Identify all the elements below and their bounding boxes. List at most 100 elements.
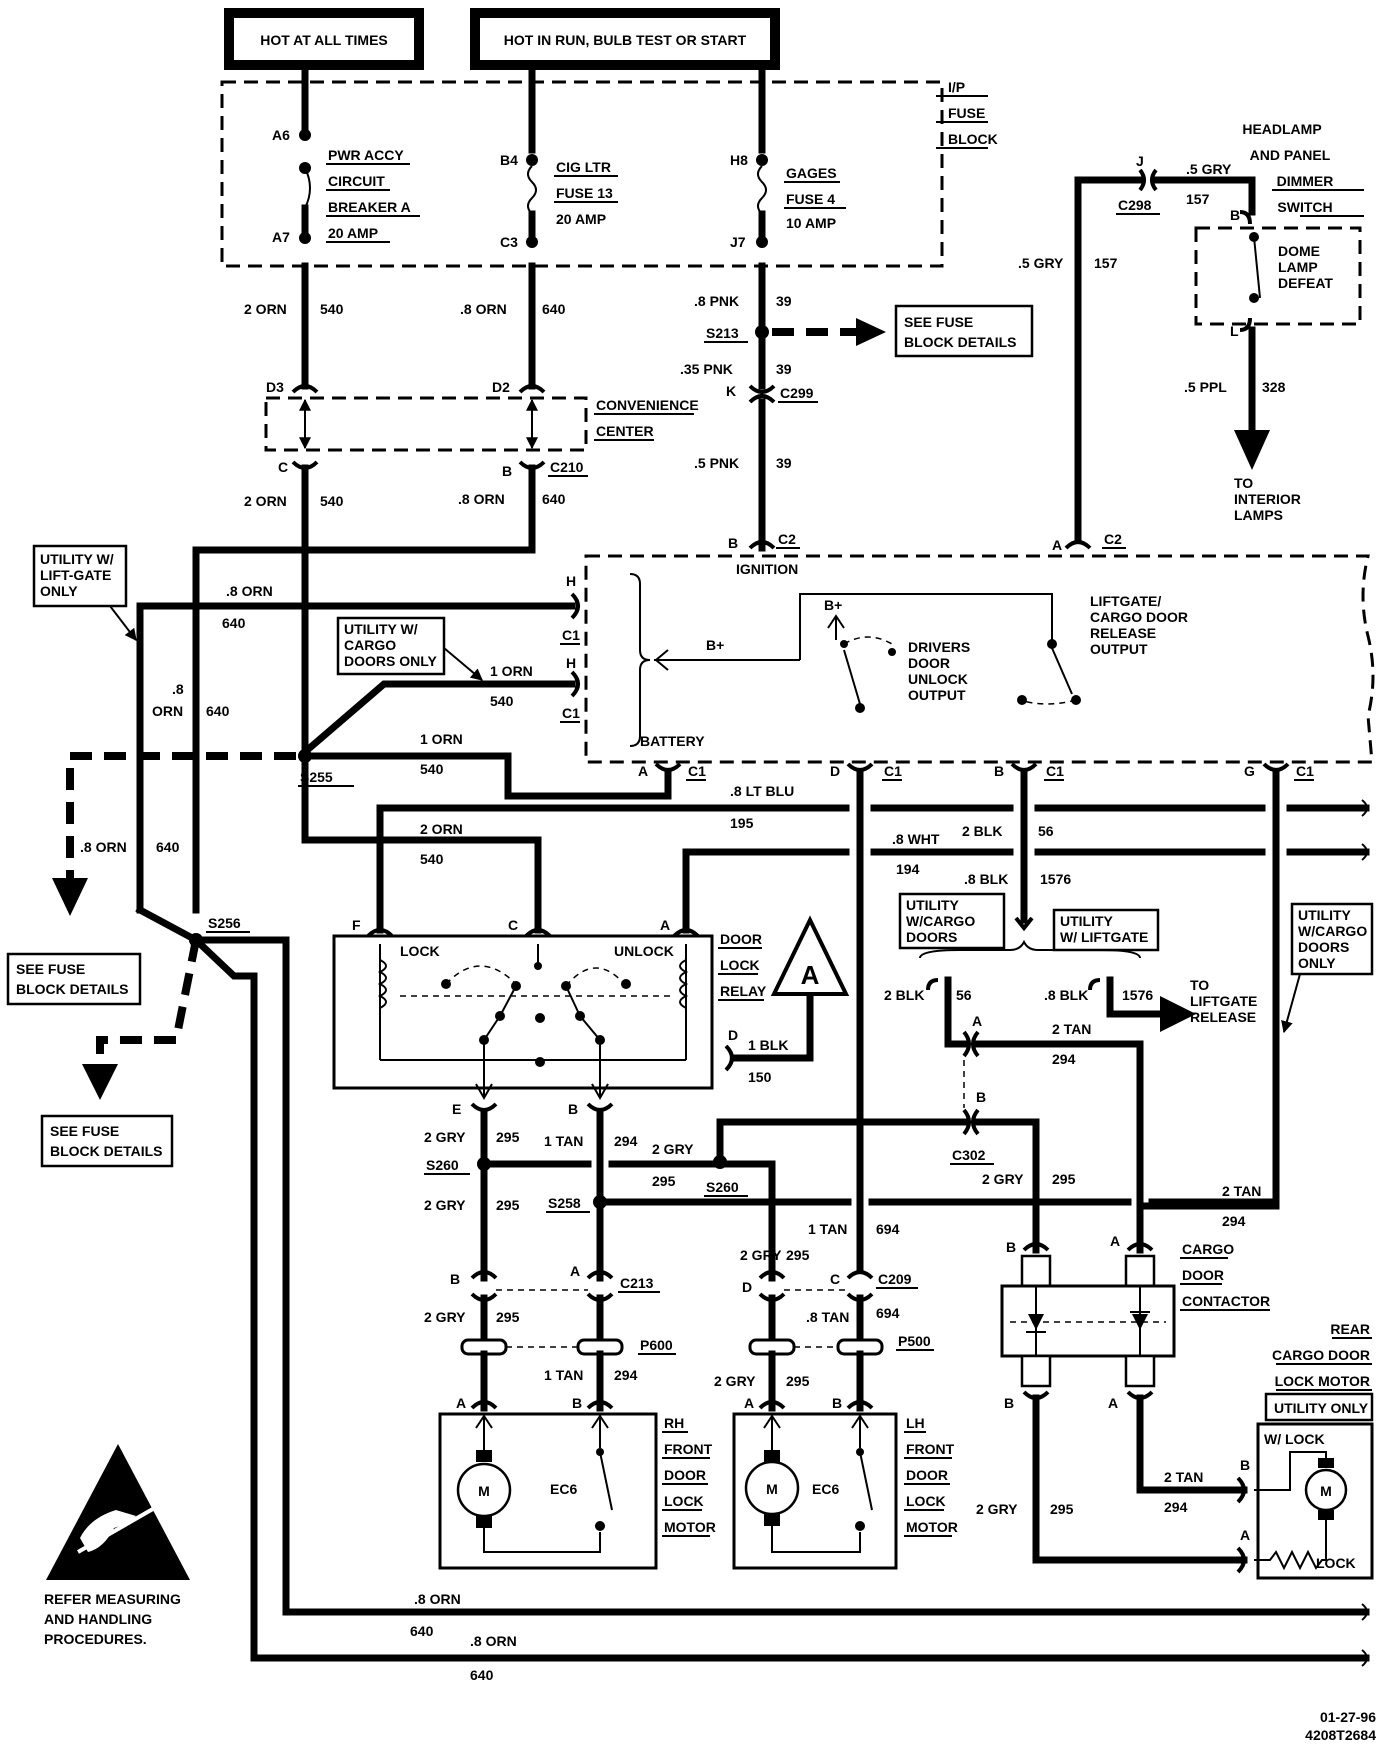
headlamp-label-1: HEADLAMP (1242, 121, 1321, 137)
door-lock-relay: F C A LOCK UNLOCK DOOR LOCK RELA (332, 917, 767, 1101)
c1-b-name: C1 (1046, 763, 1064, 779)
relay-pin-f: F (352, 917, 361, 933)
c298-wire-color: .5 GRY (1186, 161, 1232, 177)
util-lift-callout (1052, 908, 1160, 952)
wire-8orn-b1-circuit: 640 (410, 1623, 434, 1639)
relay-pin-e: E (452, 1101, 461, 1117)
see-fuse-left1-1: SEE FUSE (16, 961, 85, 977)
p500-label: P500 (898, 1333, 931, 1349)
conv-c210: C210 (550, 459, 584, 475)
see-fuse-left2-1: SEE FUSE (50, 1123, 119, 1139)
wire-1tan-294-b-circuit: 294 (614, 1133, 638, 1149)
breaker-top-pin: A6 (272, 127, 290, 143)
wire-5gry-color: .5 GRY (1018, 255, 1064, 271)
rear-label-3: LOCK MOTOR (1275, 1373, 1370, 1389)
wire-2gry-295-lh-circuit: 295 (786, 1247, 810, 1263)
wire-1orn-540-low-circuit: 540 (420, 761, 444, 777)
defeat-label-2: LAMP (1278, 259, 1318, 275)
rear-pin-a: A (1240, 1527, 1250, 1543)
s213-label: S213 (706, 325, 739, 341)
c209-pin-d: D (742, 1279, 752, 1295)
wire-35pnk-circuit: 39 (776, 361, 792, 377)
gages-fuse: H8 J7 GAGES FUSE 4 10 AMP (730, 152, 846, 250)
rh-ec6: EC6 (550, 1481, 577, 1497)
c2-b-name: C2 (778, 531, 796, 547)
util-cargo-2: W/CARGO (906, 913, 975, 929)
wire-1orn-540-low-color: 1 ORN (420, 731, 463, 747)
contactor-pin-b: B (1006, 1239, 1016, 1255)
fuse-block-label-3: BLOCK (948, 131, 998, 147)
rh-front-door-lock-motor: A B M EC6 RH FRONT DOOR LOCK MOTOR (438, 1395, 716, 1570)
liftgate-output-4: OUTPUT (1090, 641, 1148, 657)
wire-8blk-1576-low-circuit: 1576 (1122, 987, 1153, 1003)
wire-2blk-56-low-color: 2 BLK (884, 987, 924, 1003)
headlamp-label-2: AND PANEL (1250, 147, 1331, 163)
power-accessory-circuit-breaker: A6 A7 PWR ACCY CIRCUIT BREAKER A 20 AMP (272, 127, 420, 245)
convenience-label-1: CONVENIENCE (596, 397, 699, 413)
rh-pin-b: B (572, 1395, 582, 1411)
wire-8orn-b2-circuit: 640 (470, 1667, 494, 1683)
cargo-callout-1: UTILITY W/ (344, 621, 418, 637)
c1-d-name: C1 (884, 763, 902, 779)
wire-8orn-640-top-circuit: 640 (542, 301, 566, 317)
esd-text-3: PROCEDURES. (44, 1631, 147, 1647)
wire-2gry-295-p500-circuit: 295 (786, 1373, 810, 1389)
c298-pin: J (1136, 153, 1144, 169)
conv-pin-d2: D2 (492, 379, 510, 395)
c1-h2-pin: H (566, 655, 576, 671)
wire-8orn-640-mid-circuit: 640 (542, 491, 566, 507)
cig-top-pin: B4 (500, 152, 518, 168)
wire-2blk-56-low-circuit: 56 (956, 987, 972, 1003)
wire-2gry-295-e-circuit: 295 (496, 1129, 520, 1145)
wire-8pnk-circuit: 39 (776, 293, 792, 309)
c2-a-pin: A (1052, 537, 1062, 553)
wire-2gry-295-e-color: 2 GRY (424, 1129, 466, 1145)
wire-2gry-295-s-color: 2 GRY (424, 1197, 466, 1213)
lh-label-2: FRONT (906, 1441, 955, 1457)
drivers-label-4: OUTPUT (908, 687, 966, 703)
c1-a-pin: A (638, 763, 648, 779)
s260-right-label: S260 (706, 1179, 739, 1195)
wire-1tan-694-color: 1 TAN (808, 1221, 847, 1237)
conv-pin-b: B (502, 463, 512, 479)
rh-label-2: FRONT (664, 1441, 713, 1457)
s258-label: S258 (548, 1195, 581, 1211)
c213-pin-a: A (570, 1263, 580, 1279)
wire-8blk-1576-low-color: .8 BLK (1044, 987, 1088, 1003)
to-interior-1: TO (1234, 475, 1253, 491)
liftgate-callout-2: LIFT-GATE (40, 567, 111, 583)
contactor-label-1: CARGO (1182, 1241, 1234, 1257)
relay-pin-d: D (728, 1027, 738, 1043)
wire-2gry-295-p500-color: 2 GRY (714, 1373, 756, 1389)
wire-8orn-down-color: .8 ORN (80, 839, 127, 855)
wire-5ppl-circuit: 328 (1262, 379, 1286, 395)
ignition-label: IGNITION (736, 561, 798, 577)
wire-8orn-640-top-color: .8 ORN (460, 301, 507, 317)
rear-label-1: REAR (1330, 1321, 1370, 1337)
wire-8tan-694-color: .8 TAN (806, 1309, 849, 1325)
rear-motor-m: M (1320, 1483, 1332, 1499)
breaker-text-2: CIRCUIT (328, 173, 385, 189)
liftgate-output-2: CARGO DOOR (1090, 609, 1188, 625)
rh-label-5: MOTOR (664, 1519, 716, 1535)
c302-pin-b: B (976, 1089, 986, 1105)
rear-pin-b: B (1240, 1457, 1250, 1473)
rear-cargo-door-lock-motor: REAR CARGO DOOR LOCK MOTOR UTILITY ONLY … (1240, 1321, 1374, 1580)
c209-pin-c: C (830, 1271, 840, 1287)
c1-d-pin: D (830, 763, 840, 779)
gages-text-1: GAGES (786, 165, 837, 181)
s256-label: S256 (208, 915, 241, 931)
hot-in-run-box: HOT IN RUN, BULB TEST OR START (470, 8, 780, 70)
fuse-block-outline (220, 80, 944, 268)
c1-g-name: C1 (1296, 763, 1314, 779)
wire-8tan-694-circuit: 694 (876, 1305, 900, 1321)
liftgate-callout-1: UTILITY W/ (40, 551, 114, 567)
cig-bottom-pin: C3 (500, 234, 518, 250)
cargo-callout-3: DOORS ONLY (344, 653, 437, 669)
wire-2orn-540-top-color: 2 ORN (244, 301, 287, 317)
date-code-1: 01-27-96 (1320, 1709, 1376, 1725)
wire-8orn-left-color: .8 (172, 681, 184, 697)
cargo-doors-callout (336, 616, 446, 676)
cigar-lighter-fuse: B4 C3 CIG LTR FUSE 13 20 AMP (500, 152, 618, 250)
to-interior-3: LAMPS (1234, 507, 1283, 523)
